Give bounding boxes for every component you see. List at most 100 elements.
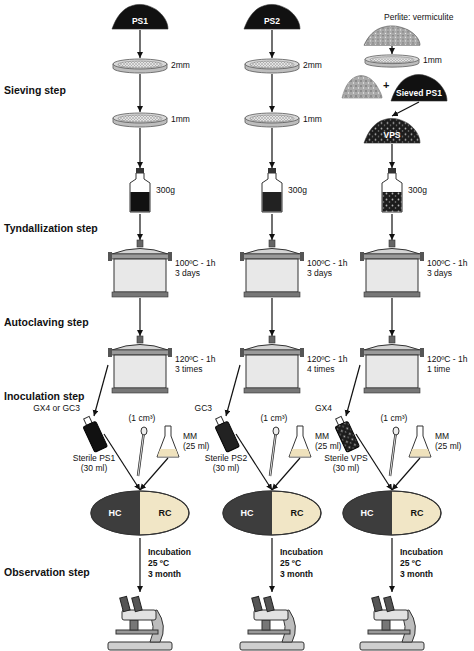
soil-pile: VPS bbox=[362, 116, 422, 144]
node-label: 3 times bbox=[175, 365, 215, 375]
node-label: 120ºC - 1h bbox=[175, 355, 215, 365]
autoclave: 120ºC - 1h1 time bbox=[360, 336, 424, 394]
flow-arrow bbox=[271, 214, 272, 240]
incubation-note: Incubation bbox=[148, 548, 191, 558]
node-text: PS2 bbox=[242, 2, 302, 30]
node-text: 120ºC - 1h4 times bbox=[307, 355, 347, 375]
autoclave-shape bbox=[240, 336, 304, 394]
node-label: HC bbox=[342, 508, 392, 518]
sieve: 1mm bbox=[112, 112, 168, 128]
node-label: 3 days bbox=[175, 269, 215, 279]
microscope bbox=[360, 596, 424, 650]
substrate-pile-shape bbox=[362, 24, 422, 46]
node-label: RC bbox=[392, 508, 442, 518]
sieve: 1mm bbox=[364, 54, 420, 68]
node-label: 2mm bbox=[303, 61, 322, 71]
flow-arrow bbox=[346, 365, 360, 416]
sieve-shape bbox=[112, 58, 168, 74]
node-label: 300g bbox=[288, 186, 307, 196]
medium-flask: MM(25 ml) bbox=[288, 426, 312, 458]
node-label: (30 ml) bbox=[205, 464, 248, 474]
petri-dish-shape bbox=[342, 490, 442, 536]
node-label: 1mm bbox=[171, 115, 190, 125]
sieve-shape bbox=[244, 58, 300, 74]
plus-sign: + bbox=[383, 79, 389, 92]
incubation-note: 25 ºC bbox=[148, 559, 169, 569]
flow-arrow bbox=[139, 298, 140, 336]
node-text: 100ºC - 1h3 days bbox=[427, 259, 467, 279]
node-label: Sterile VPS bbox=[324, 454, 367, 464]
petri-dish: HCRC bbox=[90, 490, 190, 536]
medium-flask-shape bbox=[156, 426, 180, 458]
autoclave-shape bbox=[240, 240, 304, 298]
node-text: 2mm bbox=[303, 61, 322, 71]
autoclave-shape bbox=[108, 336, 172, 394]
strain-label: (1 cm³) bbox=[129, 414, 156, 424]
autoclave: 100ºC - 1h3 days bbox=[360, 240, 424, 298]
incubation-arrow bbox=[391, 538, 392, 592]
node-label: PS2 bbox=[264, 17, 280, 27]
sterile-bottle: Sterile PS1(30 ml) bbox=[84, 416, 104, 452]
autoclave: 100ºC - 1h3 days bbox=[108, 240, 172, 298]
node-text: 1mm bbox=[423, 56, 442, 66]
soil-pile: Sieved PS1 bbox=[389, 72, 449, 102]
flow-arrow bbox=[139, 30, 140, 58]
step-label: Observation step bbox=[4, 566, 90, 578]
incubation-note: 3 month bbox=[400, 570, 433, 580]
node-text: HCRC bbox=[222, 490, 322, 536]
flow-arrow bbox=[391, 46, 392, 54]
node-label: HC bbox=[90, 508, 140, 518]
pipette bbox=[270, 427, 279, 476]
incubation-note: 25 ºC bbox=[400, 559, 421, 569]
node-label: 100ºC - 1h bbox=[175, 259, 215, 269]
flow-arrow bbox=[272, 458, 300, 490]
node-label: HC bbox=[222, 508, 272, 518]
node-label: MM bbox=[315, 432, 341, 442]
node-text: Sterile VPS(30 ml) bbox=[324, 454, 367, 474]
node-text: Sterile PS1(30 ml) bbox=[73, 454, 116, 474]
node-text: 120ºC - 1h3 times bbox=[175, 355, 215, 375]
sterile-bottle: Sterile PS2(30 ml) bbox=[216, 416, 236, 452]
petri-dish: HCRC bbox=[222, 490, 322, 536]
step-label: Autoclaving step bbox=[4, 316, 89, 328]
node-label: PS1 bbox=[132, 17, 148, 27]
flow-arrow bbox=[392, 458, 420, 490]
node-label: Sterile PS1 bbox=[73, 454, 116, 464]
sterile-bottle: Sterile VPS(30 ml) bbox=[336, 416, 356, 452]
node-label: 1mm bbox=[423, 56, 442, 66]
bottle: 300g bbox=[379, 168, 405, 214]
bottle-shape bbox=[127, 168, 153, 214]
node-text: PS1 bbox=[110, 2, 170, 30]
flow-arrow bbox=[271, 30, 272, 58]
sterile-bottle-shape bbox=[84, 416, 104, 452]
node-text: 300g bbox=[156, 186, 175, 196]
flow-arrow bbox=[391, 298, 392, 336]
node-label: (25 ml) bbox=[435, 442, 461, 452]
step-label: Inoculation step bbox=[4, 390, 85, 402]
incubation-note: Incubation bbox=[400, 548, 443, 558]
step-label: Tyndallization step bbox=[4, 222, 98, 234]
sieve: 2mm bbox=[112, 58, 168, 74]
node-label: 1 time bbox=[427, 365, 467, 375]
strain-label: (1 cm³) bbox=[381, 414, 408, 424]
flow-arrow bbox=[139, 214, 140, 240]
node-label: VPS bbox=[383, 131, 400, 141]
node-label: (25 ml) bbox=[183, 442, 209, 452]
node-label: 300g bbox=[408, 186, 427, 196]
flow-arrow bbox=[139, 74, 140, 112]
substrate-pile: Perlite: vermiculite bbox=[362, 24, 422, 46]
petri-dish: HCRC bbox=[342, 490, 442, 536]
node-text: Sterile PS2(30 ml) bbox=[205, 454, 248, 474]
flow-arrow bbox=[139, 128, 140, 168]
autoclave: 120ºC - 1h3 times bbox=[108, 336, 172, 394]
petri-dish-shape bbox=[90, 490, 190, 536]
node-label: 3 days bbox=[307, 269, 347, 279]
node-label: 100ºC - 1h bbox=[427, 259, 467, 269]
microscope bbox=[240, 596, 304, 650]
node-label: 3 days bbox=[427, 269, 467, 279]
autoclave-shape bbox=[360, 240, 424, 298]
node-text: 120ºC - 1h1 time bbox=[427, 355, 467, 375]
node-label: 1mm bbox=[303, 115, 322, 125]
node-text: Sieved PS1 bbox=[389, 72, 449, 102]
